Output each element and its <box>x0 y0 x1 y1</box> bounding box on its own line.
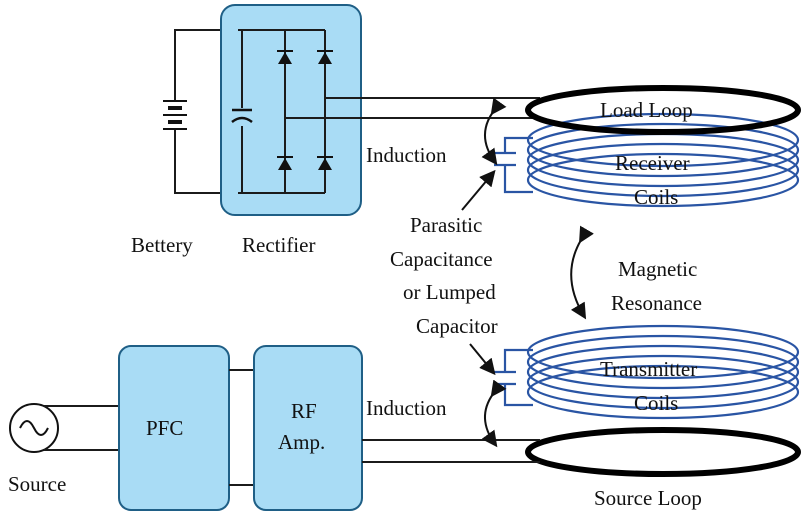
parasitic-label-line4: Capacitor <box>416 314 498 338</box>
load-loop-label: Load Loop <box>600 98 693 122</box>
pfc-label: PFC <box>146 416 183 440</box>
receiver-coils-label-line2: Coils <box>634 185 678 209</box>
magnetic-resonance-arrow <box>570 225 594 320</box>
source-label: Source <box>8 472 66 496</box>
induction-bottom-arrow <box>481 379 507 448</box>
ac-source <box>9 403 59 453</box>
diode-icon <box>317 156 333 170</box>
parasitic-label-line3: or Lumped <box>403 280 496 304</box>
rectifier-block <box>220 4 540 216</box>
transmitter-capacitor <box>494 348 533 407</box>
transmitter-coils-label-line1: Transmitter <box>600 357 697 381</box>
bridge-rails <box>238 29 325 194</box>
receiver-coils-label-line1: Receiver <box>615 151 690 175</box>
transmitter-coils <box>526 324 800 420</box>
battery-wire-bottom <box>174 130 238 194</box>
pfc-to-rf-wires <box>229 369 254 486</box>
receiver-coils <box>526 112 800 208</box>
load-loop <box>525 85 801 135</box>
diode-icon <box>277 50 293 64</box>
battery-label: Bettery <box>131 233 193 257</box>
diode-icon <box>277 156 293 170</box>
rf-amp-box <box>253 345 363 511</box>
magnetic-resonance-label-line2: Resonance <box>611 291 702 315</box>
induction-bottom-label: Induction <box>366 396 447 420</box>
rf-to-source-loop-wires <box>362 439 540 463</box>
receiver-capacitor <box>494 136 533 194</box>
battery-circuit <box>163 29 238 194</box>
transmitter-coils-label-line2: Coils <box>634 391 678 415</box>
pfc-box <box>118 345 230 511</box>
source-loop <box>525 427 801 477</box>
rf-amp-label-line1: RF <box>291 399 317 423</box>
source-loop-label: Source Loop <box>594 486 702 510</box>
parasitic-pointer-top <box>461 169 496 211</box>
battery-icon <box>163 100 187 130</box>
magnetic-resonance-label-line1: Magnetic <box>618 257 697 281</box>
induction-top-arrow <box>481 97 507 166</box>
rectifier-label: Rectifier <box>242 233 315 257</box>
capacitor-icon <box>231 108 253 124</box>
rf-amp-label-line2: Amp. <box>278 430 325 454</box>
diode-icon <box>317 50 333 64</box>
parasitic-label-line2: Capacitance <box>390 247 493 271</box>
induction-top-label: Induction <box>366 143 447 167</box>
battery-wire-top <box>174 29 238 100</box>
parasitic-label-line1: Parasitic <box>410 213 482 237</box>
source-to-pfc-wires <box>44 405 119 451</box>
parasitic-pointer-bottom <box>469 343 496 376</box>
